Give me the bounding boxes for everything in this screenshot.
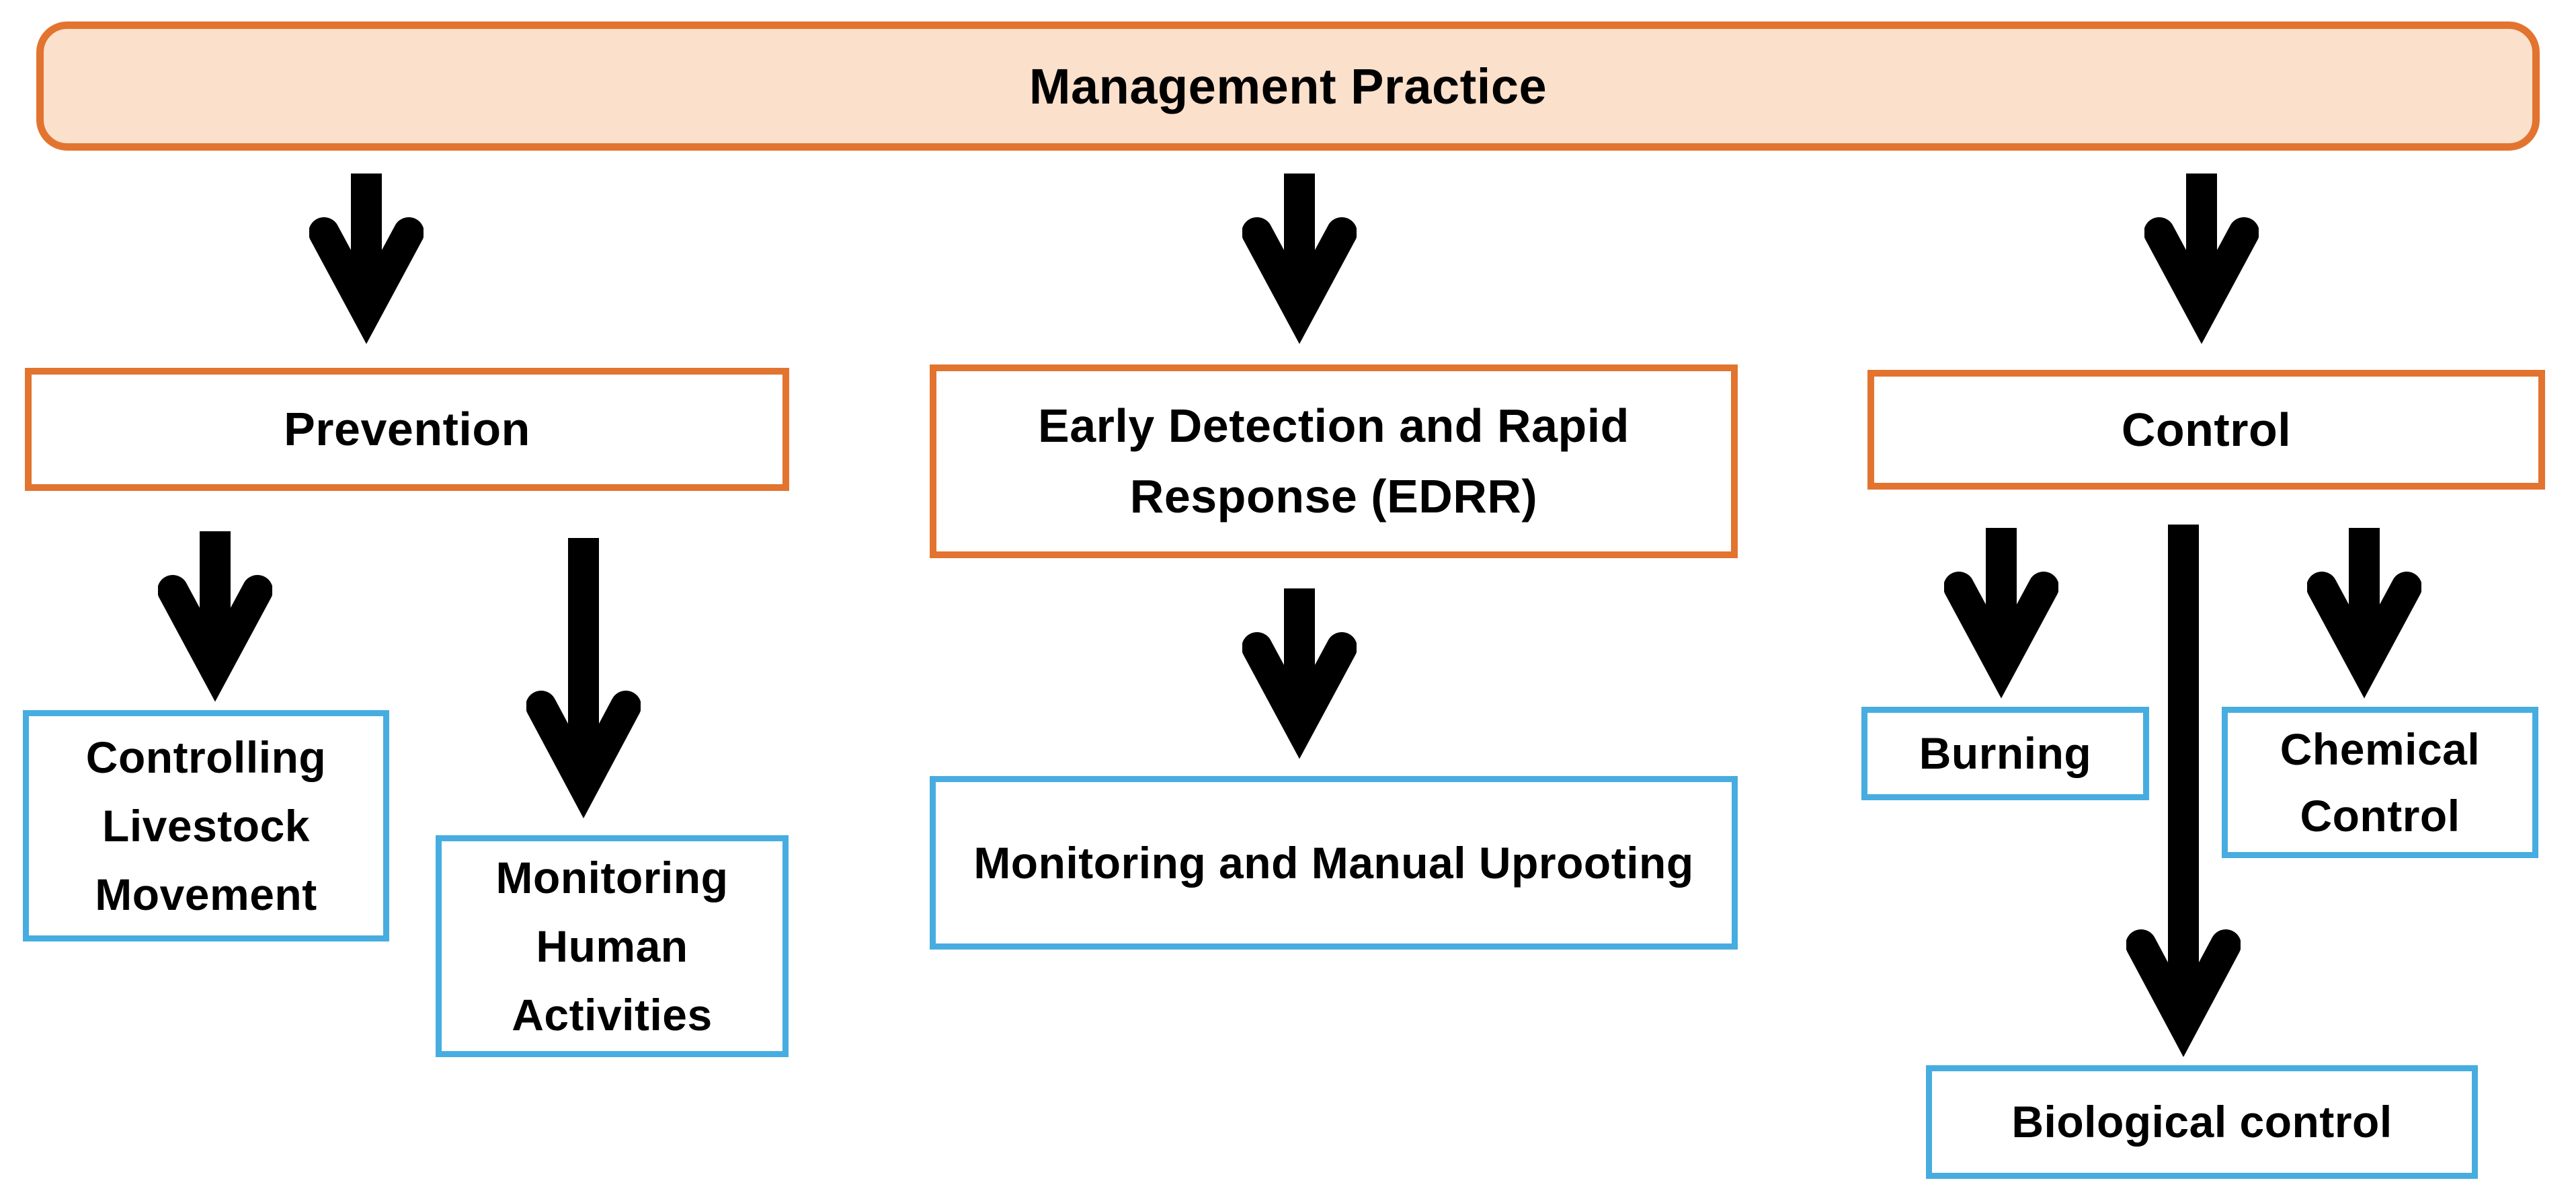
node-prevention-label: Prevention xyxy=(284,403,530,455)
node-chemical-control-label: Chemical Control xyxy=(2280,724,2481,841)
arrow-prevention-to-controlling-livestock xyxy=(158,531,272,702)
node-chemical-control: Chemical Control xyxy=(2222,707,2538,858)
node-biological-control: Biological control xyxy=(1926,1065,2478,1179)
node-control: Control xyxy=(1867,370,2545,490)
node-monitoring-human-activities-label: Monitoring Human Activities xyxy=(495,852,729,1040)
node-burning-label: Burning xyxy=(1919,728,2092,778)
arrow-control-to-burning xyxy=(1944,528,2058,699)
arrow-edrr-to-monitoring-manual xyxy=(1242,588,1357,759)
node-edrr-label: Early Detection and Rapid Response (EDRR… xyxy=(1038,399,1629,523)
arrow-control-to-biological xyxy=(2126,525,2241,1057)
node-controlling-livestock-movement-label: Controlling Livestock Movement xyxy=(85,732,327,920)
node-edrr: Early Detection and Rapid Response (EDRR… xyxy=(930,364,1738,558)
arrow-prevention-to-monitoring-human xyxy=(526,538,641,818)
node-monitoring-manual-uprooting-label: Monitoring and Manual Uprooting xyxy=(973,837,1694,888)
node-monitoring-manual-uprooting: Monitoring and Manual Uprooting xyxy=(930,776,1738,950)
node-controlling-livestock-movement: Controlling Livestock Movement xyxy=(23,710,389,941)
node-management-practice-label: Management Practice xyxy=(1029,58,1547,114)
node-management-practice: Management Practice xyxy=(36,22,2540,151)
arrow-control-to-chemical xyxy=(2307,528,2421,699)
node-prevention: Prevention xyxy=(25,368,789,491)
arrow-management-to-prevention xyxy=(309,174,424,344)
node-control-label: Control xyxy=(2121,403,2292,456)
node-monitoring-human-activities: Monitoring Human Activities xyxy=(436,835,789,1057)
arrow-management-to-edrr xyxy=(1242,174,1357,344)
node-biological-control-label: Biological control xyxy=(2011,1097,2392,1147)
arrow-management-to-control xyxy=(2144,174,2259,344)
node-burning: Burning xyxy=(1861,707,2149,800)
